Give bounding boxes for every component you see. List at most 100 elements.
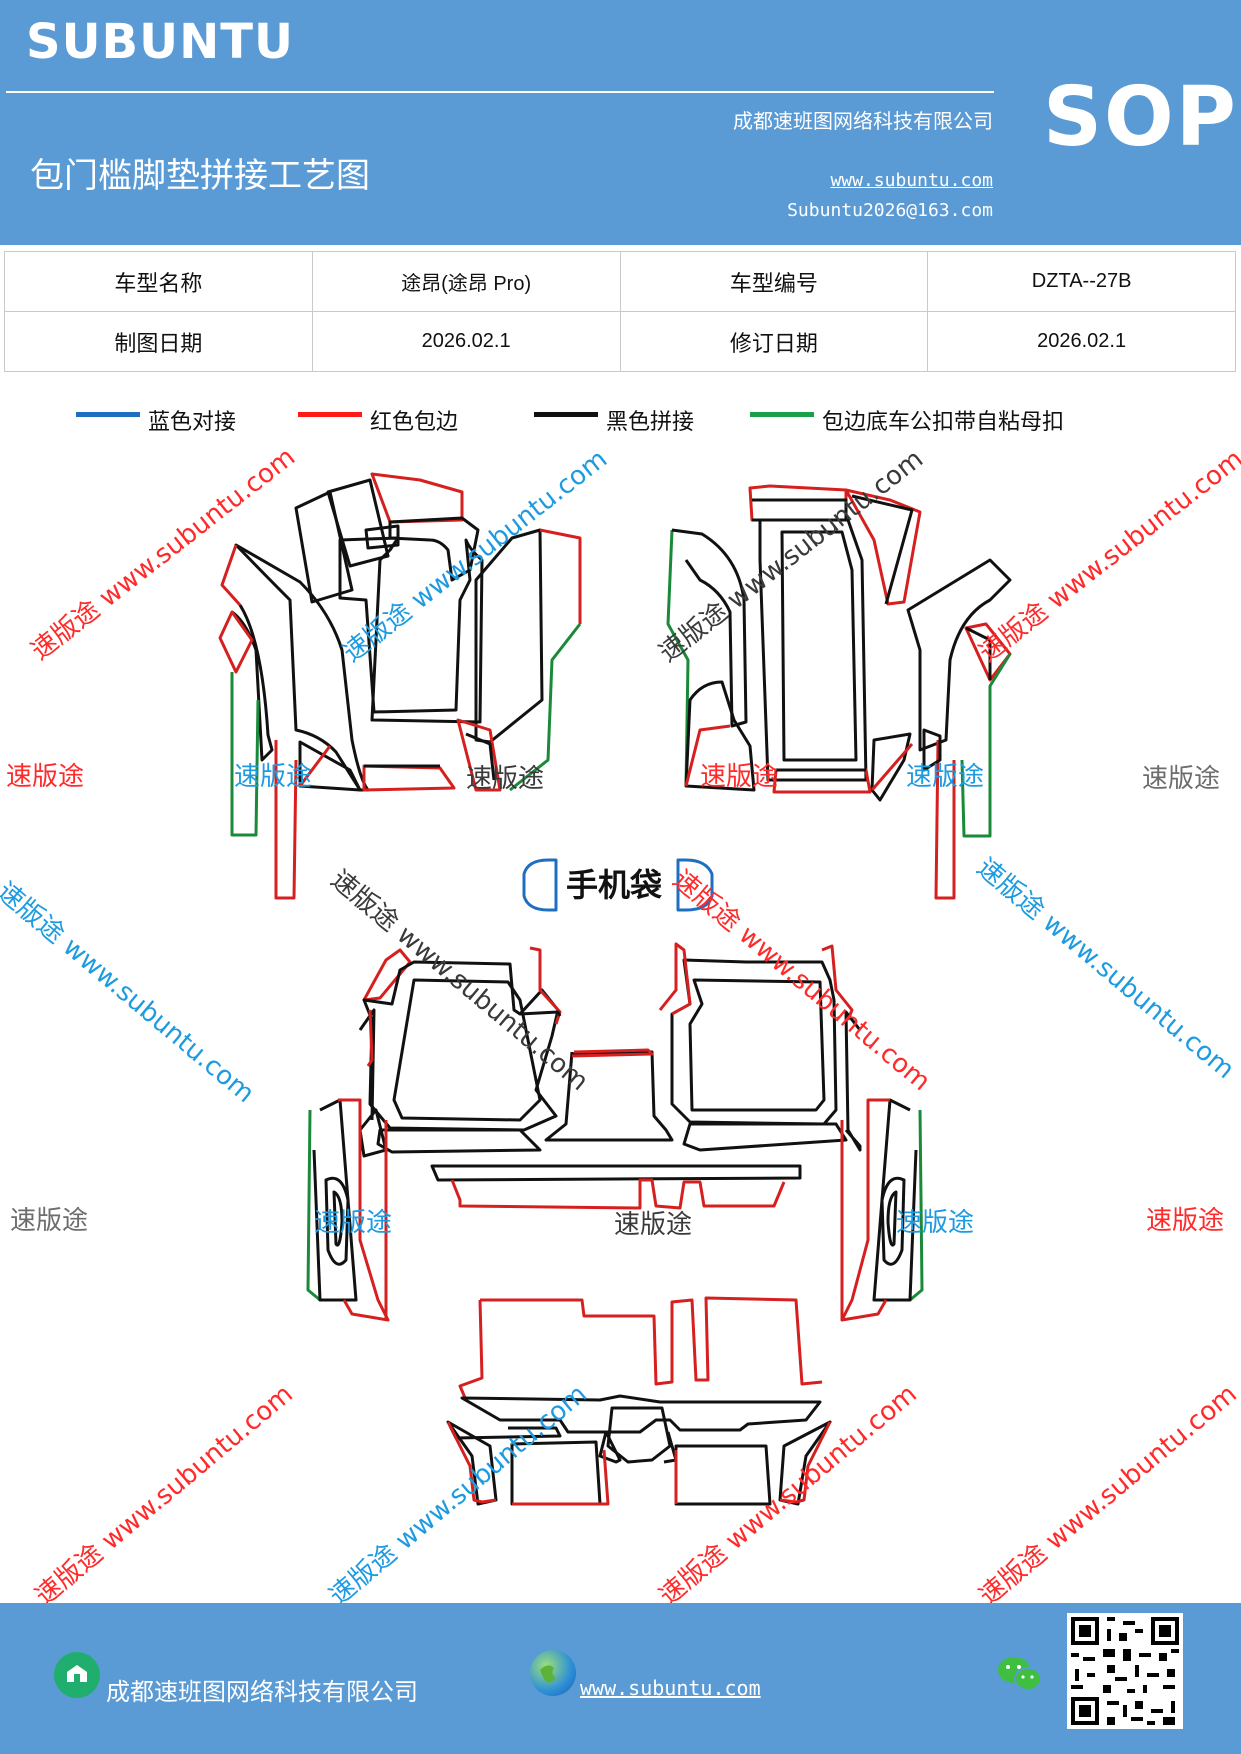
front-left-mat (218, 472, 582, 900)
mat-edge-red (456, 718, 502, 792)
mat-outline (688, 978, 826, 1112)
mat-edge-red (362, 764, 456, 792)
table-cell: 2026.02.1 (311, 311, 621, 372)
mat-outline (465, 732, 496, 781)
third-row-mat (446, 1296, 832, 1506)
mat-outline (388, 516, 480, 582)
legend-swatch (534, 411, 598, 417)
mat-edge-green (960, 653, 1012, 838)
header-banner: SUBUNTU 包门槛脚垫拼接工艺图 成都速班图网络科技有限公司 www.sub… (0, 0, 1241, 245)
table-row: 车型名称 途昂(途昂 Pro) 车型编号 DZTA--27B (4, 251, 1236, 312)
legend-item-red: 红色包边 (298, 400, 458, 440)
mat-outline (758, 518, 868, 782)
mat-outline (392, 978, 542, 1122)
mat-outline (519, 1010, 562, 1017)
mat-edge-red (779, 1421, 832, 1504)
mat-edge-red (571, 1048, 654, 1058)
legend-swatch (750, 411, 814, 417)
mat-outline (474, 528, 544, 744)
table-cell: DZTA--27B (927, 251, 1236, 312)
mat-outline (294, 490, 354, 604)
legend-label: 红色包边 (370, 410, 459, 435)
watermark-label: 速版途 (906, 762, 985, 792)
mat-edge-green (666, 529, 690, 787)
center-rail-strip (430, 1164, 802, 1210)
mat-edge-red (458, 1299, 484, 1401)
mat-outline (922, 728, 942, 772)
mat-edge-red (844, 488, 922, 606)
mat-outline (684, 680, 756, 792)
mat-edge-red (446, 1421, 497, 1504)
mat-outline (231, 604, 274, 762)
legend-swatch (76, 411, 140, 417)
mat-edge-red (274, 740, 298, 900)
phone-bag-edge-left (522, 858, 558, 912)
table-row: 制图日期 2026.02.1 修订日期 2026.02.1 (4, 311, 1236, 372)
table-cell: 车型编号 (619, 251, 929, 312)
phone-bag-label: 手机袋 (566, 866, 662, 904)
mat-outline (312, 1098, 358, 1302)
mat-edge-red (220, 544, 242, 607)
mat-edge-red (218, 610, 254, 674)
table-cell: 车型名称 (4, 251, 313, 312)
mat-edge-red (480, 1296, 823, 1386)
page-title: 包门槛脚垫拼接工艺图 (30, 156, 370, 196)
mat-outline (544, 1050, 674, 1142)
mat-edge-red (366, 1009, 374, 1067)
mat-edge-red (298, 745, 332, 787)
mat-outline (376, 1128, 542, 1154)
table-cell: 途昂(途昂 Pro) (311, 251, 621, 312)
table-cell: 制图日期 (4, 311, 313, 372)
legend-swatch (298, 411, 362, 417)
footer-url-link[interactable]: www.subuntu.com (580, 1676, 761, 1700)
mat-outline (872, 1098, 918, 1302)
mat-edge-green (230, 672, 260, 837)
sop-badge: SOP (1043, 70, 1238, 165)
mat-edge-red (934, 739, 956, 900)
mat-edge-red (870, 743, 914, 791)
mat-outline (870, 732, 912, 802)
legend-item-green: 包边底车公扣带自粘母扣 (750, 400, 1064, 440)
globe-icon (530, 1650, 576, 1696)
mat-outline (965, 626, 992, 680)
watermark-label: 速版途 (314, 1208, 393, 1238)
header-url-link[interactable]: www.subuntu.com (830, 170, 993, 191)
mat-edge-red (840, 1098, 890, 1322)
mat-outline (780, 530, 858, 762)
mat-outline (338, 536, 484, 724)
mat-outline (364, 524, 400, 550)
mat-outline (430, 1164, 802, 1182)
mat-outline (332, 1190, 344, 1247)
mat-outline (606, 1406, 672, 1464)
mat-outline (671, 528, 748, 728)
mat-edge-red (370, 472, 464, 524)
mat-edge-red (512, 1449, 610, 1506)
mat-outline (324, 1176, 350, 1266)
mat-edge-red (362, 948, 412, 1002)
watermark-label: 速版途 (10, 1206, 89, 1236)
building-icon (54, 1652, 100, 1698)
watermark-label: 速版途 (234, 762, 313, 792)
mat-outline (598, 1430, 622, 1464)
mat-edge-red (658, 942, 692, 1016)
legend-item-blue: 蓝色对接 (76, 400, 236, 440)
watermark-label: 速版途 (700, 762, 779, 792)
mat-outline (298, 740, 362, 792)
header-company: 成都速班图网络科技有限公司 (733, 109, 993, 133)
wechat-icon[interactable] (996, 1652, 1044, 1696)
header-divider (6, 91, 994, 93)
mat-edge-red (450, 1178, 786, 1210)
mat-edge-red (338, 1098, 390, 1322)
floor-mat-diagram: 手机袋 (218, 472, 1012, 1506)
qr-code (1067, 1613, 1183, 1729)
watermark-label: 速版途 (1146, 1206, 1225, 1236)
watermark-label: 速版途 (614, 1210, 693, 1240)
mat-outline (851, 494, 914, 605)
mat-outline (358, 1008, 376, 1121)
mat-edge-red (539, 528, 582, 624)
mat-outline (880, 1176, 906, 1266)
footer-company: 成都速班图网络科技有限公司 (106, 1678, 418, 1706)
mat-outline (682, 1122, 848, 1152)
second-row-mat (358, 942, 862, 1158)
brand-logo: SUBUNTU (26, 14, 294, 70)
